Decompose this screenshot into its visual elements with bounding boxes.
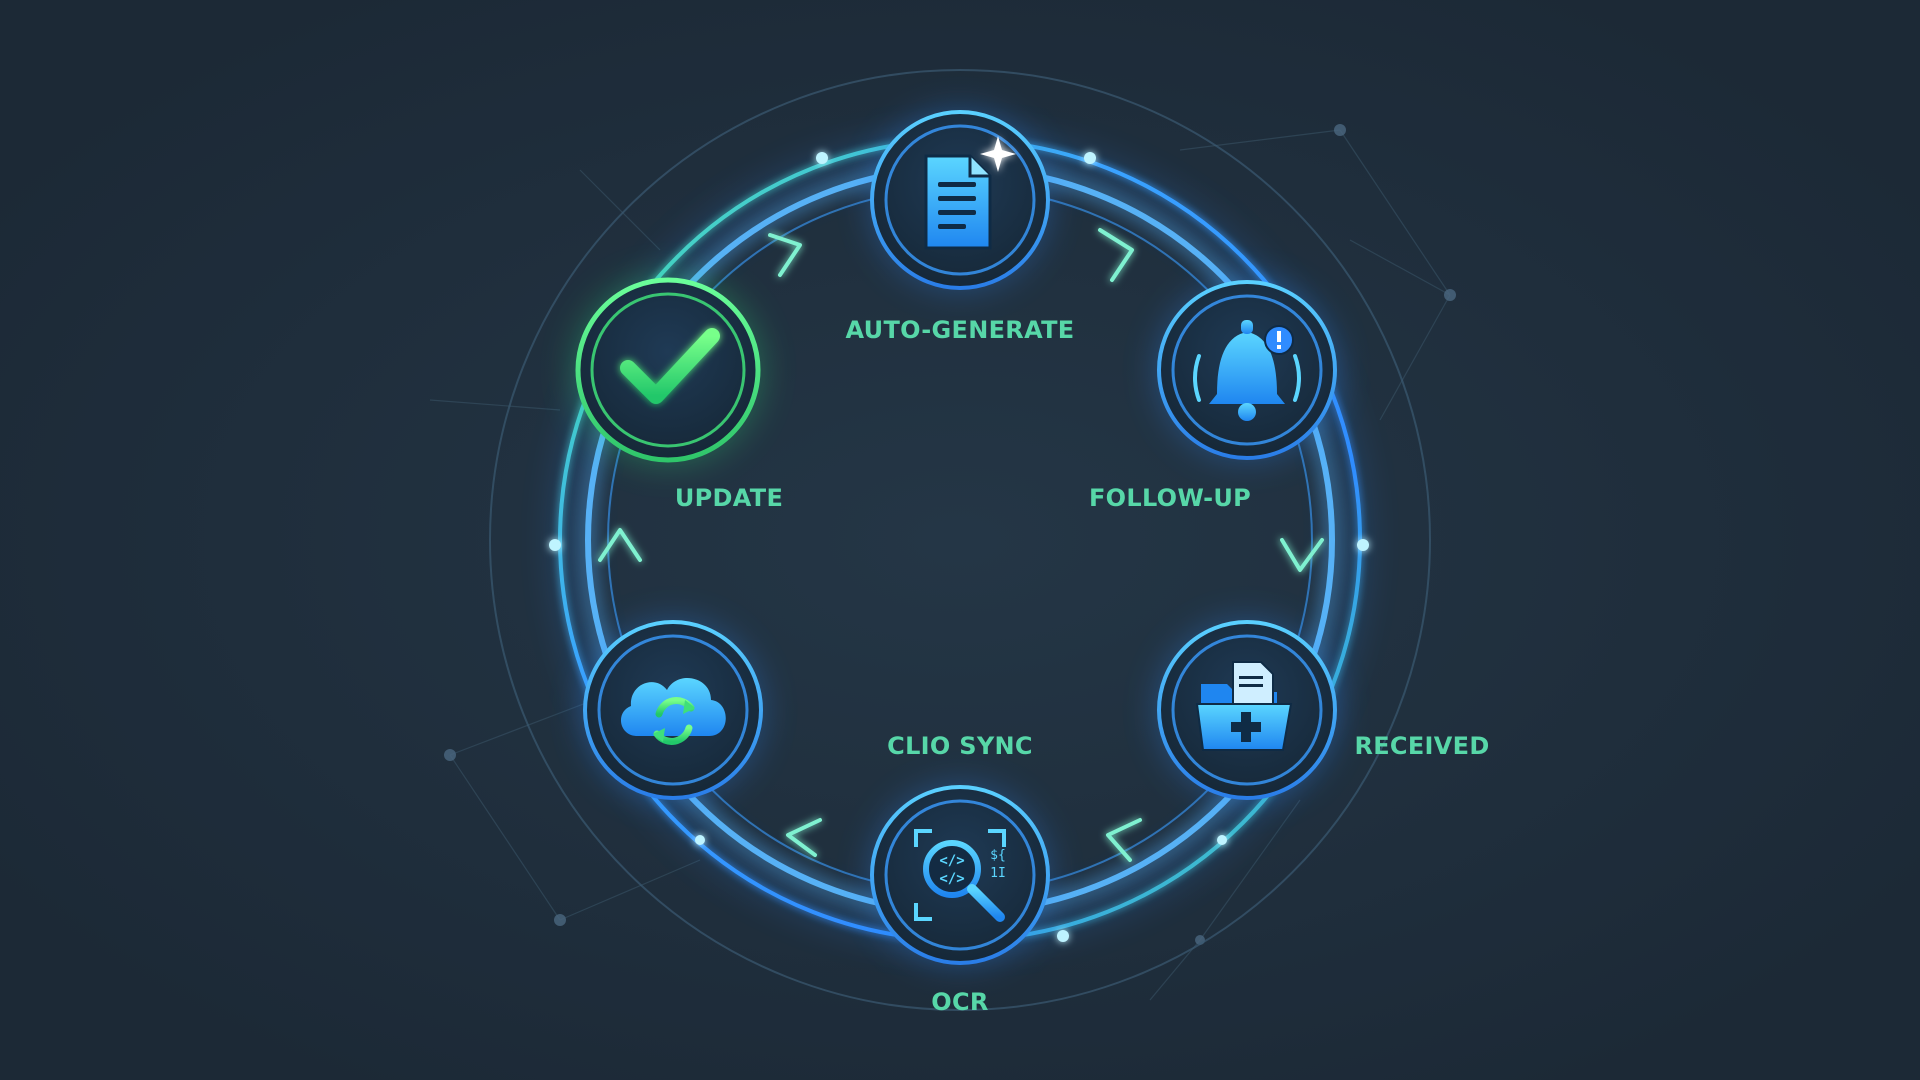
svg-text:</>: </> bbox=[939, 853, 964, 869]
arrow-to-received bbox=[1280, 538, 1324, 572]
svg-text:1I: 1I bbox=[990, 866, 1006, 881]
arrow-to-auto-generate bbox=[768, 233, 802, 277]
node-update bbox=[575, 277, 761, 463]
arrow-to-update bbox=[598, 528, 642, 562]
node-clio-sync bbox=[583, 620, 763, 800]
step-label-auto-generate: AUTO-GENERATE bbox=[846, 316, 1075, 344]
network-nodes-decoration bbox=[444, 124, 1456, 945]
ring-dots bbox=[549, 152, 1369, 942]
step-label-follow-up: FOLLOW-UP bbox=[1089, 484, 1251, 512]
node-auto-generate bbox=[870, 110, 1050, 290]
checkmark-icon bbox=[620, 328, 720, 404]
flow-arrows bbox=[598, 228, 1324, 862]
step-label-received: RECEIVED bbox=[1354, 732, 1489, 760]
step-label-clio-sync: CLIO SYNC bbox=[887, 732, 1033, 760]
node-follow-up bbox=[1157, 280, 1337, 460]
code-scan-magnifier-icon: </> </> ${ 1I bbox=[914, 829, 1006, 922]
arrow-to-clio-sync bbox=[786, 818, 822, 857]
arrow-to-ocr bbox=[1106, 818, 1142, 862]
node-received bbox=[1157, 620, 1337, 800]
step-label-update: UPDATE bbox=[675, 484, 783, 512]
outer-orbit-ring bbox=[489, 69, 1431, 1011]
arrow-to-follow-up bbox=[1098, 228, 1134, 282]
cloud-sync-icon bbox=[620, 677, 726, 745]
svg-text:</>: </> bbox=[939, 871, 964, 887]
bell-alert-icon bbox=[1193, 320, 1301, 421]
step-label-ocr: OCR bbox=[931, 988, 988, 1016]
network-lines-decoration bbox=[429, 129, 1451, 1001]
document-sparkle-icon bbox=[924, 136, 1016, 250]
node-ocr: </> </> ${ 1I bbox=[870, 785, 1050, 965]
folder-add-document-icon bbox=[1195, 661, 1293, 751]
svg-text:${: ${ bbox=[990, 848, 1006, 863]
